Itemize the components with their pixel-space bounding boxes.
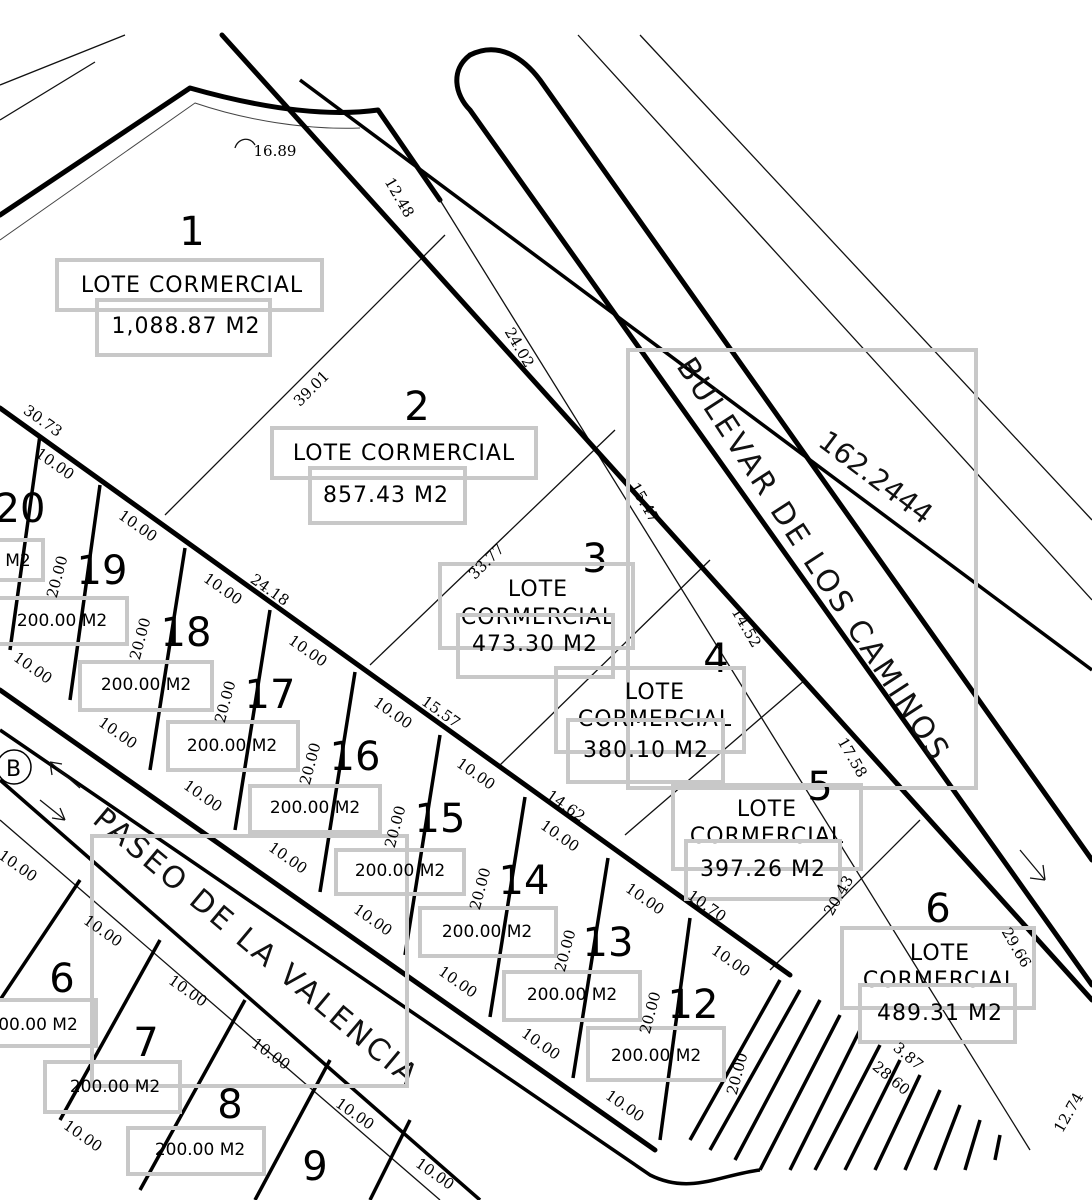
lot-area: 380.10 M2: [583, 738, 709, 763]
dim: 20.00: [43, 554, 72, 600]
residential-lot-8: 8 200.00 M2: [126, 1082, 266, 1176]
marker-label: B: [6, 757, 22, 782]
lot-area: 200.00 M2: [70, 1077, 160, 1097]
residential-lot-17: 17 200.00 M2: [166, 672, 300, 772]
boulevard-median: [454, 34, 1092, 988]
commercial-lot-1: 1 LOTE CORMERCIAL 1,088.87 M2: [55, 209, 324, 357]
dim: 10.00: [435, 962, 481, 1001]
lot-number: 6: [925, 886, 950, 932]
lot-label-2: CORMERCIAL: [461, 605, 615, 630]
parcel-boundaries: [0, 32, 1092, 1151]
lot-label-1: LOTE: [625, 680, 685, 705]
lot-label: LOTE CORMERCIAL: [293, 441, 515, 466]
lot-number: 13: [583, 920, 634, 966]
lot-area: 200.00 M2: [187, 736, 277, 756]
lot-number: 20: [0, 486, 45, 532]
lot-number: 3: [582, 536, 607, 582]
residential-lot-18: 18 200.00 M2: [78, 610, 214, 712]
lot-number: 19: [77, 548, 128, 594]
lot-number: 8: [217, 1082, 242, 1128]
lot-number: 4: [703, 636, 728, 682]
dim: 12.74: [1050, 1089, 1087, 1135]
residential-lot-14: 14 200.00 M2: [418, 858, 558, 958]
marker-b: B: [0, 749, 1046, 881]
label-boxes: [90, 348, 978, 1088]
lot-area: 200.00 M2: [17, 611, 107, 631]
lot-area: 200.00 M2: [442, 922, 532, 942]
lot-number: 7: [133, 1020, 158, 1066]
lot-number: 15: [415, 796, 466, 842]
dim: 10.00: [200, 569, 246, 608]
dim: 16.89: [254, 142, 297, 160]
lot-area: 200.00 M2: [270, 798, 360, 818]
dim: 20.00: [723, 1051, 752, 1097]
residential-lot-12: 12 200.00 M2: [586, 982, 726, 1082]
lot-area: 200.00 M2: [355, 861, 445, 881]
lot-label-2: CORMERCIAL: [690, 824, 844, 849]
lot-number: 17: [245, 672, 296, 718]
lot-label-1: LOTE: [508, 577, 568, 602]
lot-area: 397.26 M2: [700, 857, 826, 882]
commercial-lot-3: 3 LOTE CORMERCIAL 473.30 M2: [438, 536, 635, 679]
residential-lot-20: 20 M2: [0, 486, 45, 582]
lot-area: 857.43 M2: [323, 483, 449, 508]
residential-lot-16: 16 200.00 M2: [248, 734, 382, 834]
lot-area: 200.00 M2: [101, 675, 191, 695]
dim: 20.00: [296, 741, 325, 787]
residential-lot-6: 6 00.00 M2: [0, 956, 98, 1048]
lot-label-1: LOTE: [737, 797, 797, 822]
dim: 20.00: [126, 616, 155, 662]
commercial-lot-4: 4 LOTE CORMERCIAL 380.10 M2: [554, 636, 746, 784]
lot-number: 14: [499, 858, 550, 904]
lot-area: 473.30 M2: [472, 632, 598, 657]
lot-number: 12: [668, 982, 719, 1028]
dim: 10.00: [180, 776, 226, 815]
dim: 10.00: [95, 713, 141, 752]
lot-number: 6: [49, 956, 74, 1002]
dim: 10.00: [708, 941, 754, 980]
lot-number: 2: [404, 384, 429, 430]
lot-area: 200.00 M2: [527, 985, 617, 1005]
commercial-lot-5: 5 LOTE CORMERCIAL 397.26 M2: [671, 764, 863, 901]
lot-number: 18: [161, 610, 212, 656]
dim: 20.00: [466, 866, 495, 912]
dim: 10.00: [0, 846, 41, 885]
dim: 39.01: [290, 367, 333, 410]
lot-area: 200.00 M2: [611, 1046, 701, 1066]
commercial-lot-2: 2 LOTE CORMERCIAL 857.43 M2: [270, 384, 538, 525]
dim: 30.73: [20, 401, 66, 440]
commercial-lot-6: 6 LOTE CORMERCIAL 489.31 M2: [840, 886, 1036, 1044]
dim: 10.00: [60, 1116, 106, 1155]
residential-lot-19: 19 200.00 M2: [0, 548, 129, 646]
lot-number: 1: [179, 209, 204, 255]
lot-area: M2: [5, 551, 30, 571]
lot-number: 16: [330, 734, 381, 780]
lot-number: 9: [302, 1144, 327, 1190]
lot-area: 489.31 M2: [877, 1001, 1003, 1026]
lot-area: 00.00 M2: [0, 1015, 78, 1035]
dim: 10.00: [10, 648, 56, 687]
residential-lot-7: 7 200.00 M2: [43, 1020, 182, 1114]
lot-label: LOTE CORMERCIAL: [81, 273, 303, 298]
residential-block: [0, 405, 1002, 1200]
residential-lot-9: 9: [302, 1144, 327, 1190]
dim: 20.00: [211, 679, 240, 725]
residential-lot-13: 13 200.00 M2: [502, 920, 642, 1022]
dim: 10.00: [332, 1094, 378, 1133]
lot-area: 200.00 M2: [155, 1140, 245, 1160]
lot-label-2: CORMERCIAL: [863, 968, 1017, 993]
dim: 10.00: [285, 631, 331, 670]
dim: 10.00: [115, 506, 161, 545]
lot-area: 1,088.87 M2: [112, 314, 261, 339]
lot-label-1: LOTE: [910, 941, 970, 966]
residential-lot-15: 15 200.00 M2: [334, 796, 466, 896]
